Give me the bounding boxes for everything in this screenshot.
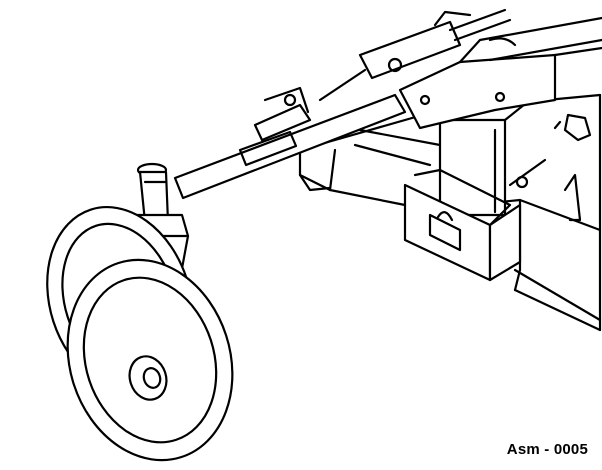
upper-frame: [398, 16, 602, 130]
hydraulic-cylinder: [318, 8, 517, 102]
tongue-arm: [173, 86, 407, 200]
gauge-wheels: [46, 205, 234, 462]
figure-caption: Asm - 0005: [506, 441, 588, 458]
control-levers: [298, 113, 592, 222]
storage-box: [403, 168, 522, 282]
